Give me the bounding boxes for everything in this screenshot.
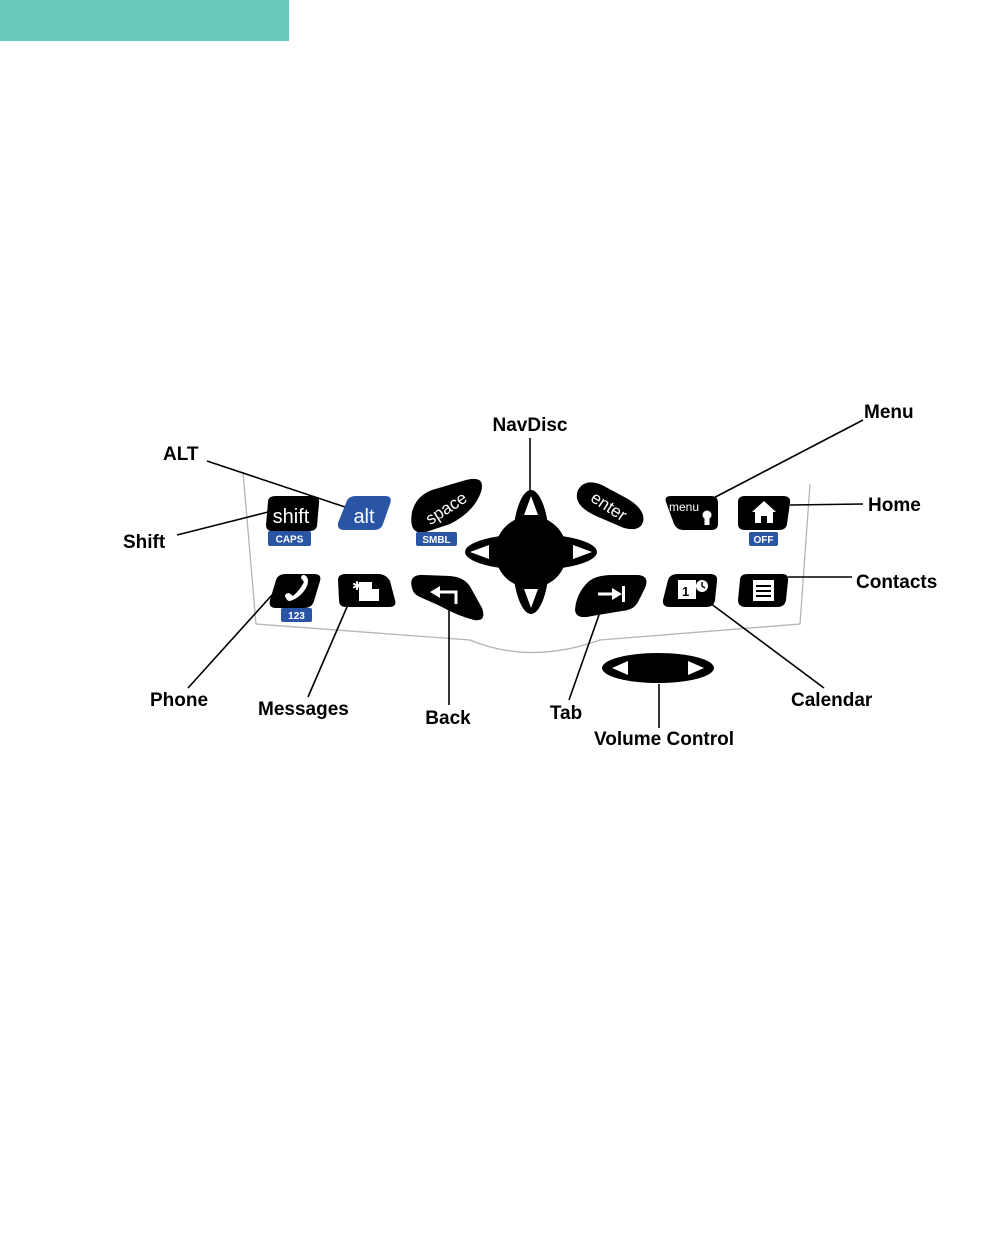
phone-handset-icon: [285, 574, 308, 601]
smbl-badge: SMBL: [416, 532, 457, 546]
callout-contacts: Contacts: [856, 572, 937, 593]
phone-key[interactable]: [269, 574, 321, 608]
svg-text:✱: ✱: [352, 579, 362, 593]
nav-up-arrow-icon: [524, 496, 538, 515]
callout-phone: Phone: [150, 690, 208, 711]
callout-navdisc: NavDisc: [493, 415, 568, 436]
off-badge-label: OFF: [754, 535, 774, 546]
leader-lines: [176, 419, 864, 728]
caps-badge: CAPS: [268, 531, 311, 546]
callout-tab: Tab: [550, 703, 582, 724]
leader-phone: [187, 594, 273, 689]
volume-up-arrow-icon: [688, 661, 704, 675]
messages-key[interactable]: ✱: [338, 574, 396, 607]
volume-down-arrow-icon: [612, 661, 628, 675]
callout-menu: Menu: [864, 402, 914, 423]
new-message-icon: ✱: [352, 579, 379, 601]
shift-key-label: shift: [273, 506, 310, 528]
menu-key[interactable]: menu: [665, 496, 718, 530]
calendar-clock-icon: 1: [678, 580, 708, 599]
leader-tab: [568, 611, 601, 701]
navdisc[interactable]: [465, 490, 597, 614]
number-badge-label: 123: [288, 611, 305, 622]
back-key[interactable]: [411, 574, 484, 621]
shift-key[interactable]: shift: [266, 496, 320, 531]
callout-alt: ALT: [163, 444, 199, 465]
volume-control[interactable]: [602, 653, 714, 683]
number-badge: 123: [281, 608, 312, 622]
tab-key[interactable]: [575, 575, 647, 618]
address-book-icon: [753, 580, 774, 601]
leader-shift: [176, 511, 269, 536]
leader-menu: [701, 419, 864, 505]
leader-alt: [206, 460, 349, 509]
nav-left-arrow-icon: [470, 545, 489, 559]
callout-volume-control: Volume Control: [594, 729, 734, 750]
back-arrow-icon: [430, 586, 458, 604]
nav-right-arrow-icon: [573, 545, 592, 559]
nav-down-arrow-icon: [524, 589, 538, 608]
tab-arrow-icon: [598, 586, 625, 602]
contacts-key[interactable]: [738, 574, 789, 607]
callout-home: Home: [868, 495, 921, 516]
menu-key-label: menu: [669, 500, 699, 514]
callout-shift: Shift: [123, 532, 166, 553]
svg-text:1: 1: [682, 584, 689, 599]
leader-home: [789, 503, 864, 506]
off-badge: OFF: [749, 532, 778, 546]
caps-badge-label: CAPS: [276, 535, 304, 546]
calendar-key[interactable]: 1: [662, 574, 718, 607]
lightbulb-icon: [702, 510, 712, 525]
callout-back: Back: [425, 708, 471, 729]
alt-key[interactable]: alt: [337, 496, 391, 530]
header-accent-bar: [0, 0, 289, 41]
home-key[interactable]: [738, 496, 791, 530]
alt-key-label: alt: [353, 506, 375, 528]
smbl-badge-label: SMBL: [422, 535, 450, 546]
space-key[interactable]: space: [411, 478, 482, 533]
device-outline: [242, 471, 811, 654]
enter-key[interactable]: enter: [576, 482, 644, 530]
leader-messages: [307, 599, 351, 698]
house-icon: [752, 501, 776, 523]
leader-calendar: [705, 599, 825, 689]
callout-calendar: Calendar: [791, 690, 873, 711]
callout-messages: Messages: [258, 699, 349, 720]
